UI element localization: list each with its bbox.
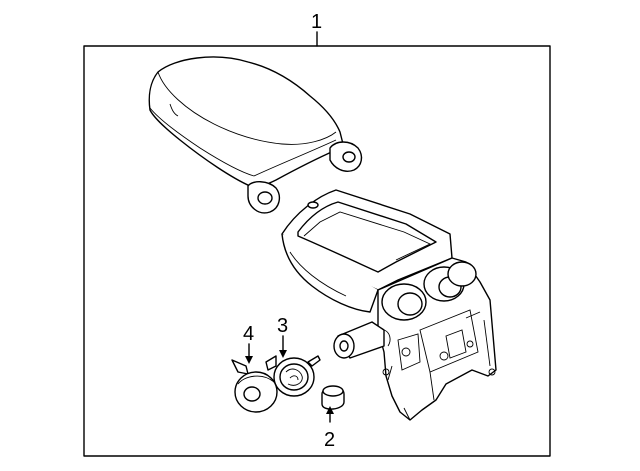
console-post	[333, 321, 391, 359]
callout-label-3[interactable]: 3	[277, 315, 288, 337]
cup-holder-right	[447, 261, 477, 287]
part-2-cap	[321, 385, 345, 410]
callout-arrow-4	[245, 356, 253, 364]
callout-label-1[interactable]: 1	[311, 11, 322, 33]
callout-arrow-2	[326, 406, 334, 414]
part-3-ring	[273, 355, 321, 397]
part-4-knob	[231, 355, 278, 413]
callout-arrow-3	[279, 350, 287, 358]
callout-label-4[interactable]: 4	[243, 323, 254, 345]
armrest-lid	[148, 56, 363, 214]
console-body	[281, 189, 497, 421]
cup-holder-left	[381, 283, 427, 321]
callout-label-2[interactable]: 2	[324, 429, 335, 451]
